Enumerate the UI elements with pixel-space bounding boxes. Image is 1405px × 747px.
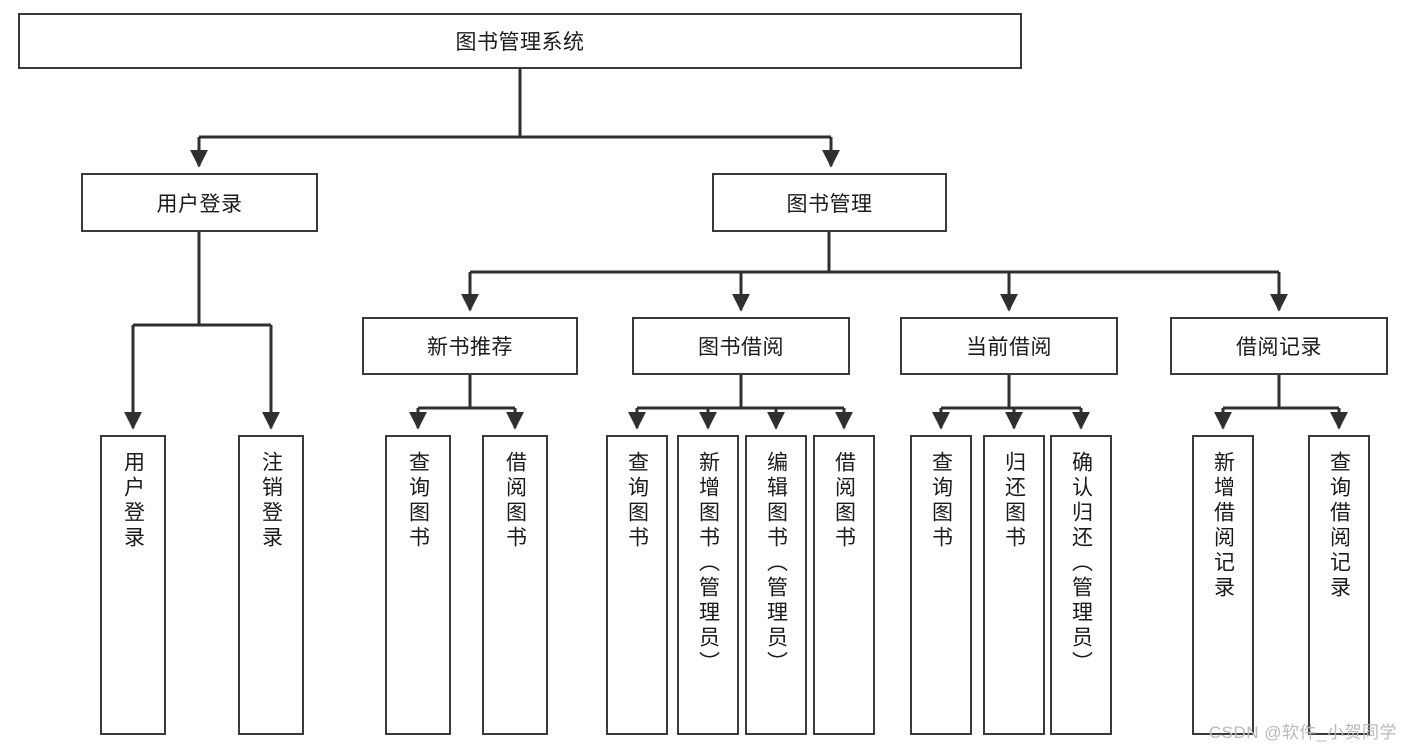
node-leaf-return-book[interactable]: 归还图书	[983, 435, 1045, 735]
node-book-borrow-label: 图书借阅	[698, 336, 784, 359]
node-leaf-user-logout-label: 注销登录	[259, 451, 283, 551]
node-leaf-borrow-book-bor-label: 借阅图书	[832, 451, 856, 551]
node-leaf-add-record-label: 新增借阅记录	[1211, 451, 1235, 601]
node-leaf-confirm-return-label: 确认归还（管理员）	[1069, 451, 1093, 676]
node-leaf-borrow-book-bor[interactable]: 借阅图书	[813, 435, 875, 735]
node-book-manage[interactable]: 图书管理	[712, 173, 947, 232]
node-leaf-query-book-rec-label: 查询图书	[406, 451, 430, 551]
node-leaf-query-book-bor[interactable]: 查询图书	[606, 435, 668, 735]
node-leaf-edit-book[interactable]: 编辑图书（管理员）	[745, 435, 807, 735]
node-leaf-query-book-rec[interactable]: 查询图书	[385, 435, 451, 735]
node-new-book-rec[interactable]: 新书推荐	[362, 317, 578, 375]
node-leaf-borrow-book-rec[interactable]: 借阅图书	[482, 435, 548, 735]
node-user-login[interactable]: 用户登录	[81, 173, 318, 232]
node-current-borrow-label: 当前借阅	[966, 336, 1052, 359]
node-root-label: 图书管理系统	[455, 31, 585, 54]
node-book-borrow[interactable]: 图书借阅	[632, 317, 850, 375]
node-leaf-borrow-book-rec-label: 借阅图书	[503, 451, 527, 551]
node-leaf-add-record[interactable]: 新增借阅记录	[1192, 435, 1254, 735]
node-user-login-label: 用户登录	[156, 192, 243, 216]
node-book-manage-label: 图书管理	[786, 192, 873, 216]
node-current-borrow[interactable]: 当前借阅	[900, 317, 1118, 375]
node-leaf-edit-book-label: 编辑图书（管理员）	[764, 451, 788, 676]
node-borrow-record[interactable]: 借阅记录	[1170, 317, 1388, 375]
node-leaf-user-logout[interactable]: 注销登录	[238, 435, 304, 735]
node-leaf-query-book-bor-label: 查询图书	[625, 451, 649, 551]
node-new-book-rec-label: 新书推荐	[427, 336, 513, 359]
node-leaf-query-book-cur[interactable]: 查询图书	[910, 435, 972, 735]
node-leaf-confirm-return[interactable]: 确认归还（管理员）	[1050, 435, 1112, 735]
node-leaf-add-book-label: 新增图书（管理员）	[696, 451, 720, 676]
node-root[interactable]: 图书管理系统	[18, 13, 1022, 69]
node-leaf-query-record-label: 查询借阅记录	[1327, 451, 1351, 601]
watermark: CSDN @软件_小贺同学	[1208, 723, 1397, 742]
node-leaf-return-book-label: 归还图书	[1002, 451, 1026, 551]
node-leaf-query-book-cur-label: 查询图书	[929, 451, 953, 551]
node-leaf-query-record[interactable]: 查询借阅记录	[1308, 435, 1370, 735]
node-leaf-user-login-label: 用户登录	[121, 451, 145, 551]
node-leaf-user-login[interactable]: 用户登录	[100, 435, 166, 735]
node-borrow-record-label: 借阅记录	[1236, 336, 1322, 359]
node-leaf-add-book[interactable]: 新增图书（管理员）	[677, 435, 739, 735]
